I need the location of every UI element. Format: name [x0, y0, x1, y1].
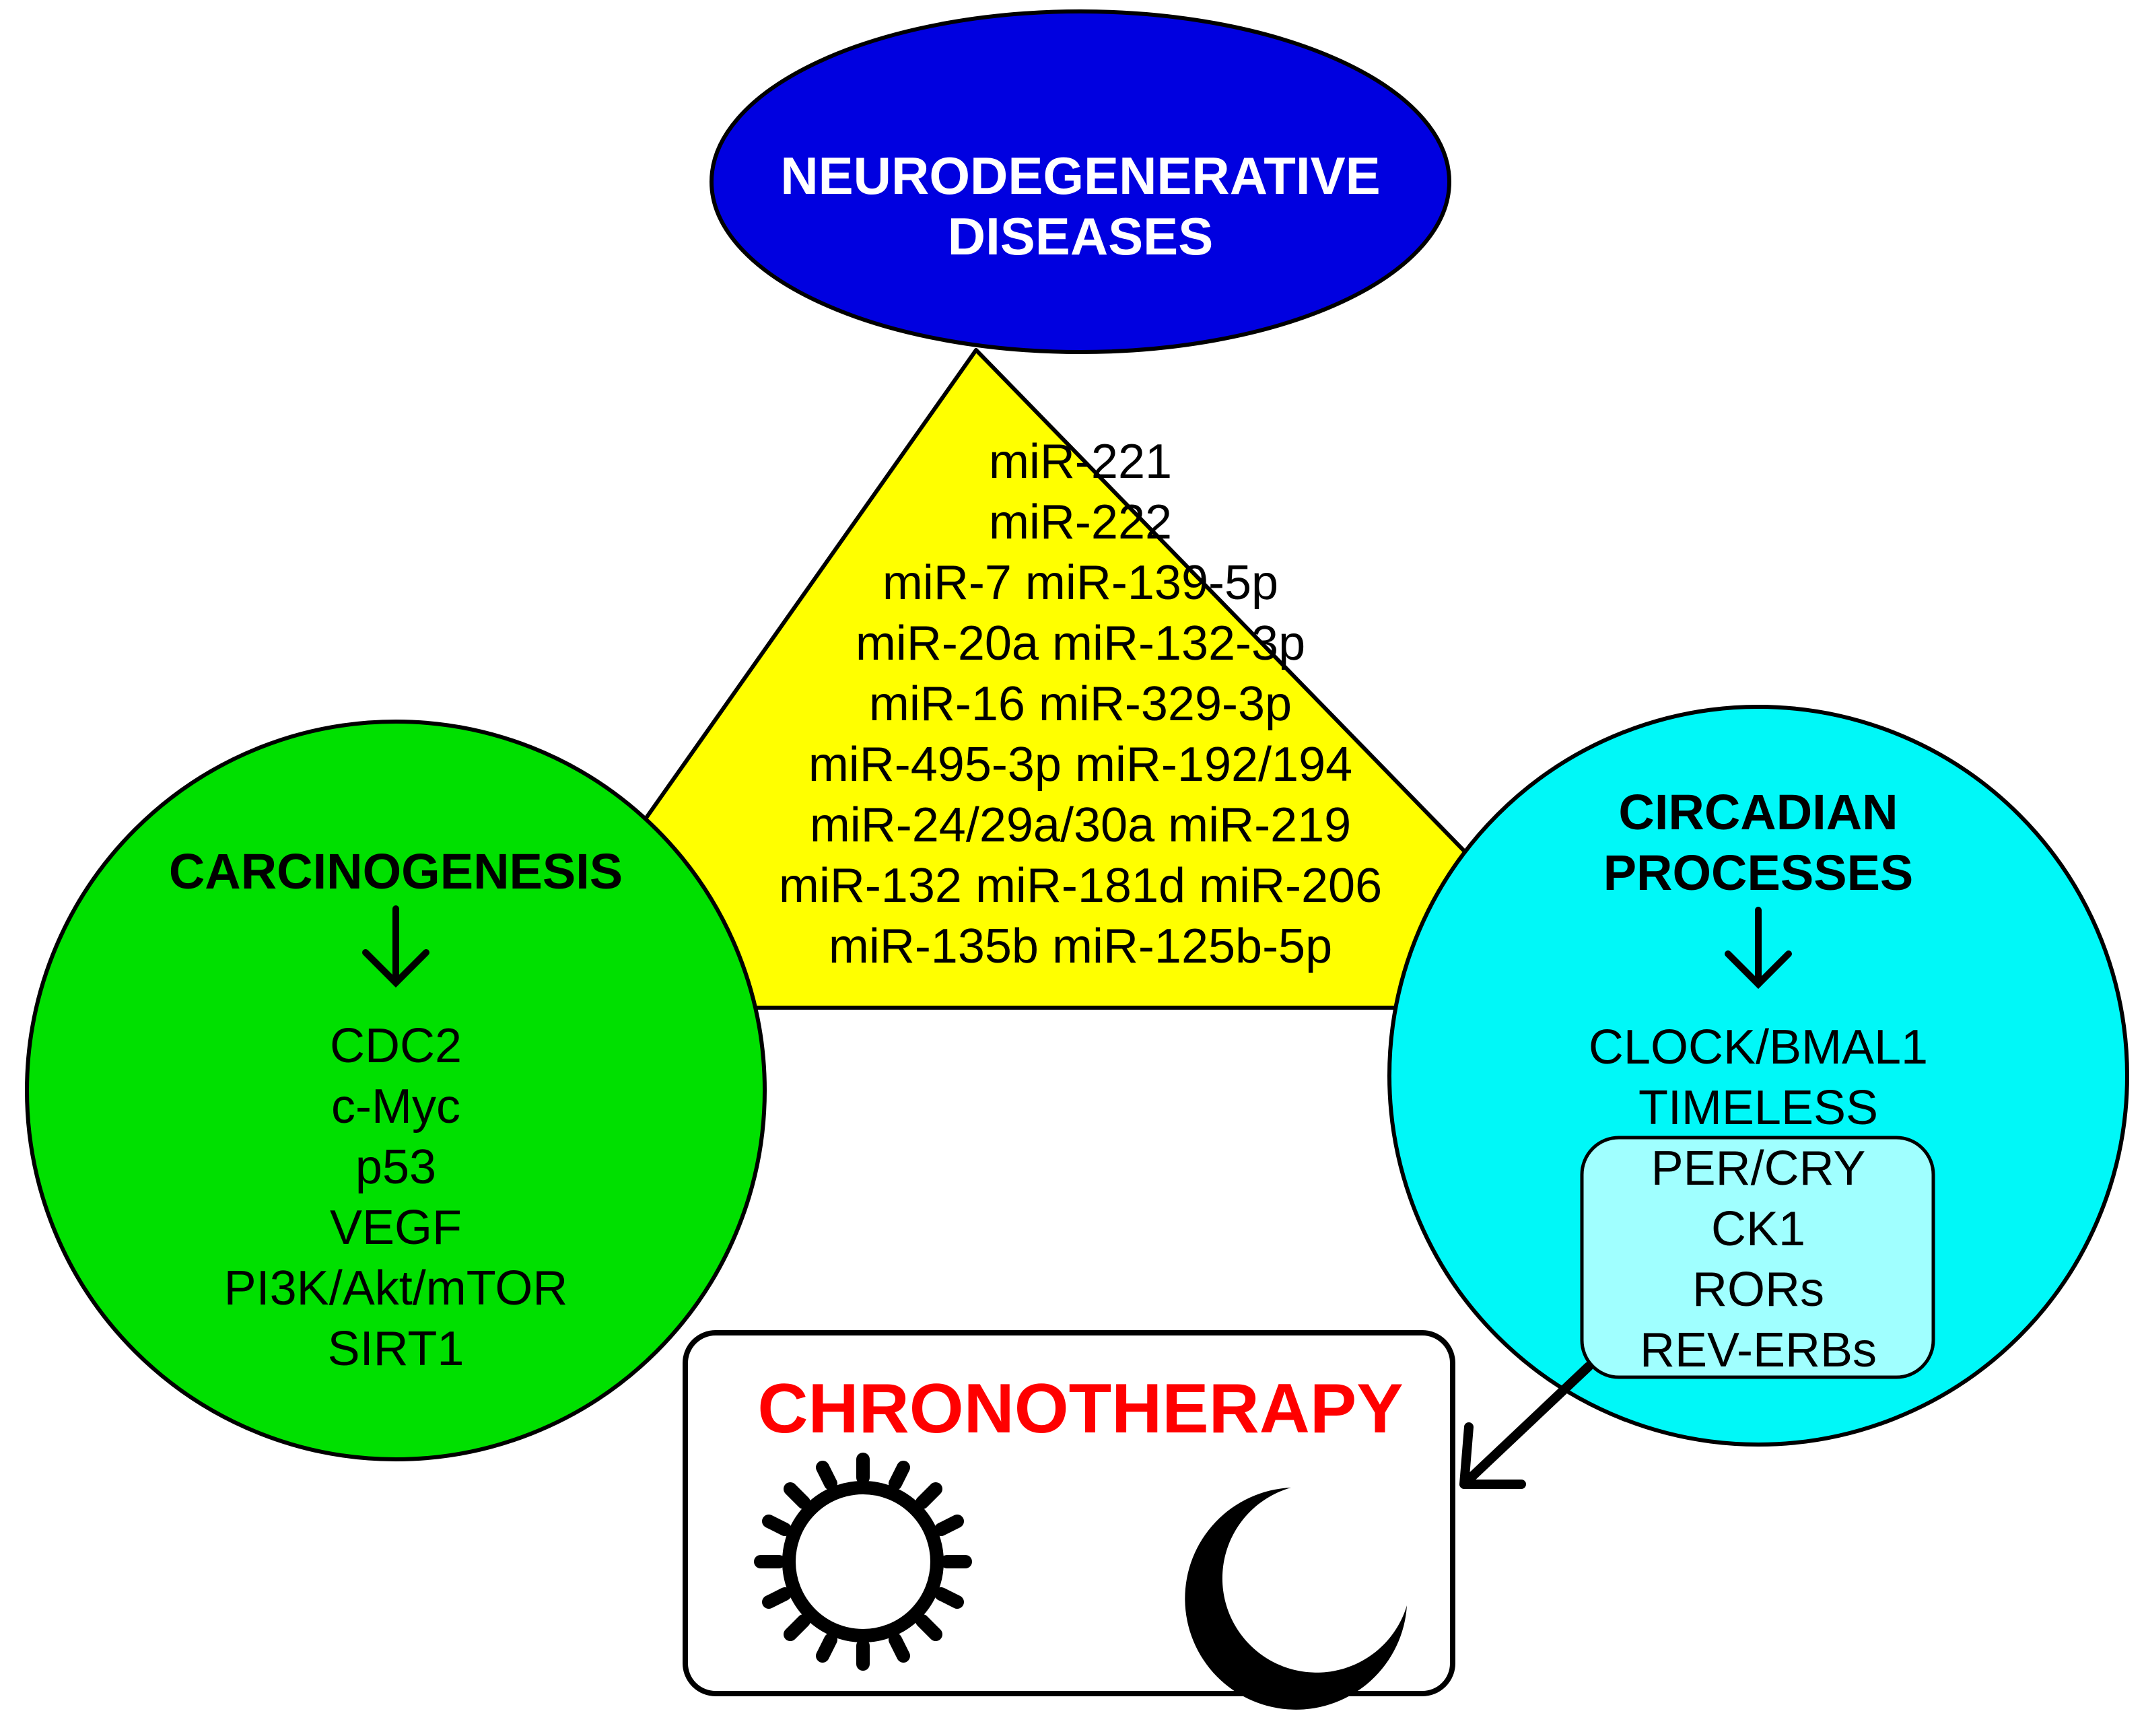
circadian-circle	[1387, 705, 2129, 1447]
target-item: p53	[355, 1140, 436, 1194]
sun-icon	[754, 1453, 972, 1671]
mirna-line: miR-222	[989, 495, 1172, 549]
target-item: CLOCK/BMAL1	[1589, 1020, 1928, 1074]
target-item: PER/CRY	[1651, 1142, 1866, 1195]
target-item: VEGF	[330, 1201, 462, 1255]
circadian-inner-box	[1580, 1136, 1935, 1379]
target-item: RORs	[1692, 1263, 1824, 1317]
circadian-arrow	[1725, 907, 1792, 989]
carcinogenesis-arrow	[362, 905, 429, 988]
carcinogenesis-targets: CDC2 c-Myc p53 VEGF PI3K/Akt/mTOR SIRT1	[224, 1019, 568, 1376]
mirna-line: miR-132 miR-181d miR-206	[779, 859, 1382, 913]
mirna-line: miR-24/29a/30a miR-219	[810, 798, 1351, 852]
mirna-line: miR-221	[989, 435, 1172, 489]
carcinogenesis-title: CARCINOGENESIS	[169, 843, 623, 899]
circadian-title-line1: CIRCADIAN	[1618, 784, 1898, 840]
mirna-list: miR-221 miR-222 miR-7 miR-139-5p miR-20a…	[779, 435, 1382, 973]
neuro-title-line2: DISEASES	[948, 207, 1213, 266]
target-item: TIMELESS	[1638, 1081, 1878, 1135]
target-item: c-Myc	[331, 1080, 460, 1134]
mirna-triangle	[604, 348, 1490, 1010]
mirna-line: miR-135b miR-125b-5p	[829, 919, 1332, 973]
chronotherapy-title: CHRONOTHERAPY	[757, 1370, 1403, 1448]
circadian-targets: CLOCK/BMAL1 TIMELESS	[1589, 1020, 1928, 1135]
mirna-line: miR-20a miR-132-3p	[856, 617, 1305, 670]
circadian-title-line2: PROCESSES	[1603, 845, 1914, 901]
carcinogenesis-circle	[25, 720, 767, 1461]
target-item: CDC2	[330, 1019, 462, 1073]
target-item: PI3K/Akt/mTOR	[224, 1261, 568, 1315]
mirna-line: miR-7 miR-139-5p	[883, 556, 1278, 610]
circadian-boxed-targets: PER/CRY CK1 RORs REV-ERBs	[1640, 1142, 1877, 1377]
chronotherapy-box	[683, 1330, 1455, 1696]
mirna-line: miR-495-3p miR-192/194	[808, 738, 1352, 792]
moon-icon	[1185, 1488, 1407, 1710]
neuro-title-line1: NEURODEGENERATIVE	[780, 146, 1380, 205]
target-item: CK1	[1711, 1202, 1805, 1256]
target-item: SIRT1	[328, 1322, 464, 1376]
mirna-line: miR-16 miR-329-3p	[869, 677, 1292, 731]
neurodegenerative-ellipse	[710, 9, 1451, 354]
circadian-to-chronotherapy-arrow	[1459, 1362, 1593, 1489]
target-item: REV-ERBs	[1640, 1323, 1877, 1377]
